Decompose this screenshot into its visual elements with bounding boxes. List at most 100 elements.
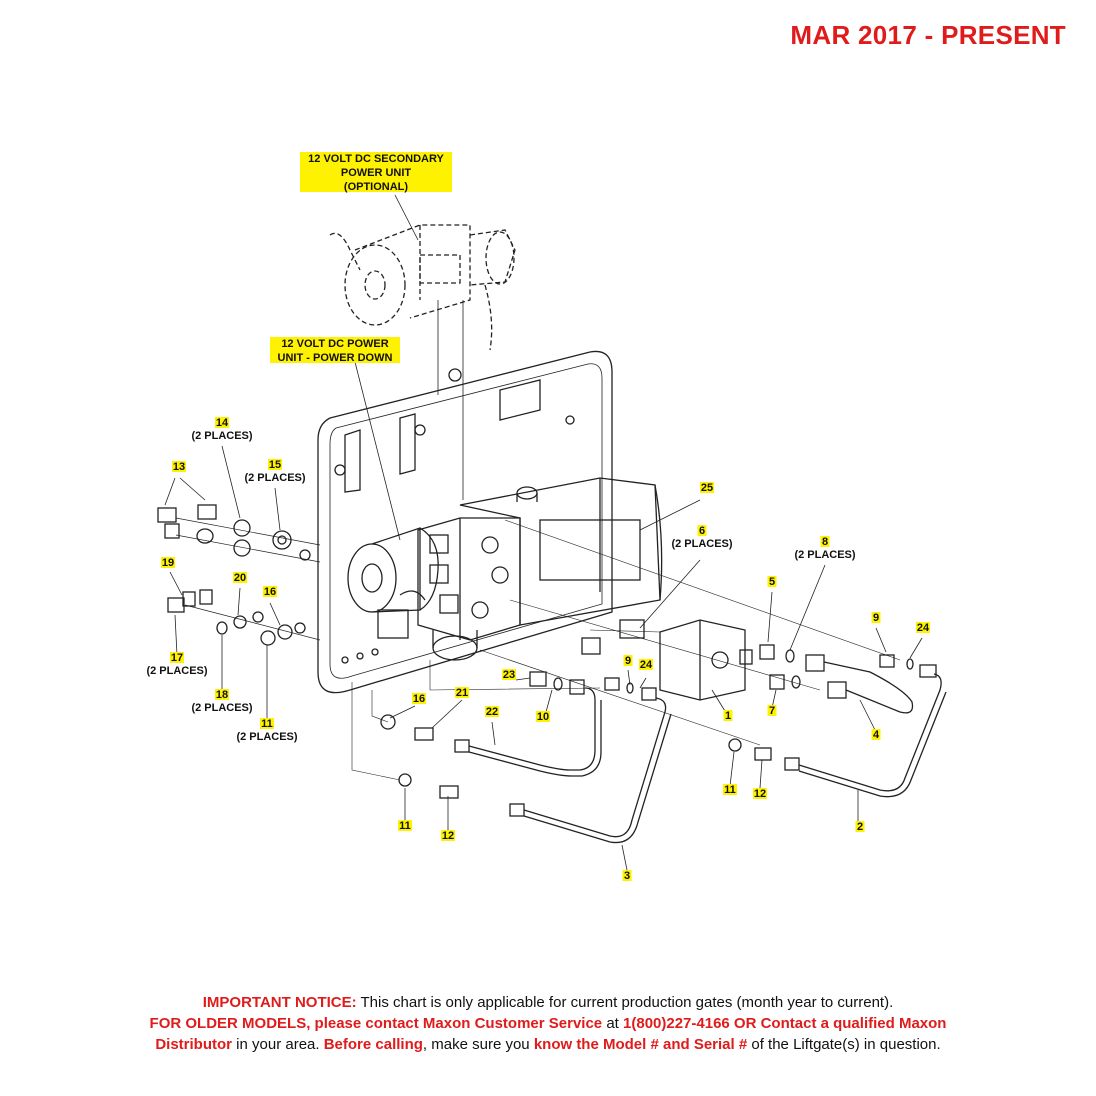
- notice-line3-rest: of the Liftgate(s) in question.: [747, 1036, 941, 1053]
- callout-highlight: [855, 821, 865, 832]
- callout-highlight: [215, 689, 229, 700]
- callout-highlight: [916, 622, 930, 633]
- notice-line3-mid: in your area.: [232, 1036, 324, 1053]
- power-unit-motor: [347, 527, 439, 639]
- callout-places: (2 PLACES): [146, 665, 207, 677]
- callout-highlight: [639, 659, 653, 670]
- notice-line-3: Distributor in your area. Before calling…: [40, 1034, 1056, 1055]
- right-fittings: [380, 619, 937, 817]
- callout-number: 13: [173, 461, 185, 473]
- callout-number: 25: [701, 482, 713, 494]
- notice-distributor: Distributor: [155, 1036, 232, 1053]
- callout-number: 16: [413, 693, 425, 705]
- notice-line-2: FOR OLDER MODELS, please contact Maxon C…: [40, 1013, 1056, 1034]
- callout-highlight: [767, 705, 777, 716]
- callout-places: (2 PLACES): [671, 538, 732, 550]
- callout-number: 24: [917, 622, 930, 634]
- callout-number: 4: [873, 729, 880, 741]
- left-fittings: [157, 504, 321, 646]
- callout-number: 21: [456, 687, 468, 699]
- callout-number: 3: [624, 870, 630, 882]
- hydraulic-parts-diagram: 12 VOLT DC SECONDARY POWER UNIT (OPTIONA…: [146, 152, 947, 882]
- callout-number: 19: [162, 557, 174, 569]
- callout-places: (2 PLACES): [191, 702, 252, 714]
- callout-number: 11: [724, 784, 736, 796]
- callout-highlight: [871, 729, 881, 740]
- callout-number: 6: [699, 525, 705, 537]
- callout-highlight: [268, 459, 282, 470]
- callout-highlight: [485, 706, 499, 717]
- secondary-unit-label-line3: (OPTIONAL): [344, 181, 408, 193]
- callout-number: 24: [640, 659, 653, 671]
- power-unit-label-line2: UNIT - POWER DOWN: [278, 352, 393, 364]
- notice-model-serial: know the Model # and Serial #: [533, 1036, 748, 1053]
- callout-number: 18: [216, 689, 228, 701]
- callout-highlight: [871, 612, 881, 623]
- callout-highlight: [412, 693, 426, 704]
- callout-highlight: [170, 652, 184, 663]
- callout-highlight: [622, 870, 632, 881]
- notice-heading: IMPORTANT NOTICE:: [202, 994, 357, 1011]
- secondary-unit-label-line2: POWER UNIT: [341, 167, 412, 179]
- callout-number: 22: [486, 706, 498, 718]
- callout-number: 15: [269, 459, 281, 471]
- callout-highlight: [723, 784, 737, 795]
- valve-manifold: [417, 517, 521, 661]
- callout-places: (2 PLACES): [794, 549, 855, 561]
- callout-highlight: [820, 536, 830, 547]
- notice-older-models: FOR OLDER MODELS, please contact Maxon C…: [149, 1015, 603, 1032]
- notice-before-calling: Before calling: [323, 1036, 423, 1053]
- callout-highlight: [161, 557, 175, 568]
- callout-highlight: [697, 525, 707, 536]
- callout-number: 11: [261, 718, 273, 730]
- callout-highlight: [623, 655, 633, 666]
- callout-highlight: [455, 687, 469, 698]
- callout-number: 20: [234, 572, 246, 584]
- mounting-plate: [317, 350, 613, 694]
- callout-number: 17: [171, 652, 183, 664]
- secondary-unit-highlight: [300, 152, 452, 192]
- callout-number: 8: [822, 536, 828, 548]
- callout-highlight: [536, 711, 550, 722]
- callout-highlight: [172, 461, 186, 472]
- callout-number: 12: [442, 830, 454, 842]
- callout-highlight: [398, 820, 412, 831]
- callout-number: 9: [873, 612, 879, 624]
- secondary-power-unit-drawing: [329, 224, 516, 351]
- reservoir-tank: [459, 477, 663, 626]
- callout-highlight: [753, 788, 767, 799]
- date-range-title: MAR 2017 - PRESENT: [790, 20, 1066, 50]
- callout-number: 9: [625, 655, 631, 667]
- notice-line-1: IMPORTANT NOTICE: This chart is only app…: [40, 992, 1056, 1013]
- callout-number: 11: [399, 820, 411, 832]
- callout-number: 7: [769, 705, 775, 717]
- callout-places: (2 PLACES): [244, 472, 305, 484]
- callout-number: 1: [725, 710, 731, 722]
- callout-number: 14: [216, 417, 229, 429]
- notice-line2-mid: at: [602, 1015, 624, 1032]
- notice-line1-text: This chart is only applicable for curren…: [356, 994, 894, 1011]
- callout-highlight: [233, 572, 247, 583]
- callout-highlight: [723, 710, 733, 721]
- callout-number: 12: [754, 788, 766, 800]
- hydraulic-tubes: [468, 661, 947, 844]
- callout-highlight: [215, 417, 229, 428]
- callout-number: 5: [769, 576, 775, 588]
- notice-line3-mid2: , make sure you: [422, 1036, 534, 1053]
- notice-phone: 1(800)227-4166 OR Contact a qualified Ma…: [623, 1015, 947, 1032]
- callout-highlight: [263, 586, 277, 597]
- callout-highlight: [700, 482, 714, 493]
- callout-number: 16: [264, 586, 276, 598]
- callout-number: 23: [503, 669, 515, 681]
- callout-highlight: [502, 669, 516, 680]
- callout-highlight: [767, 576, 777, 587]
- callout-highlight: [441, 830, 455, 841]
- power-unit-highlight: [270, 337, 400, 363]
- secondary-unit-label-line1: 12 VOLT DC SECONDARY: [308, 153, 444, 165]
- callout-places: (2 PLACES): [191, 430, 252, 442]
- callout-number: 10: [537, 711, 549, 723]
- callout-number: 2: [857, 821, 863, 833]
- callout-places: (2 PLACES): [236, 731, 297, 743]
- important-notice: IMPORTANT NOTICE: This chart is only app…: [40, 992, 1056, 1055]
